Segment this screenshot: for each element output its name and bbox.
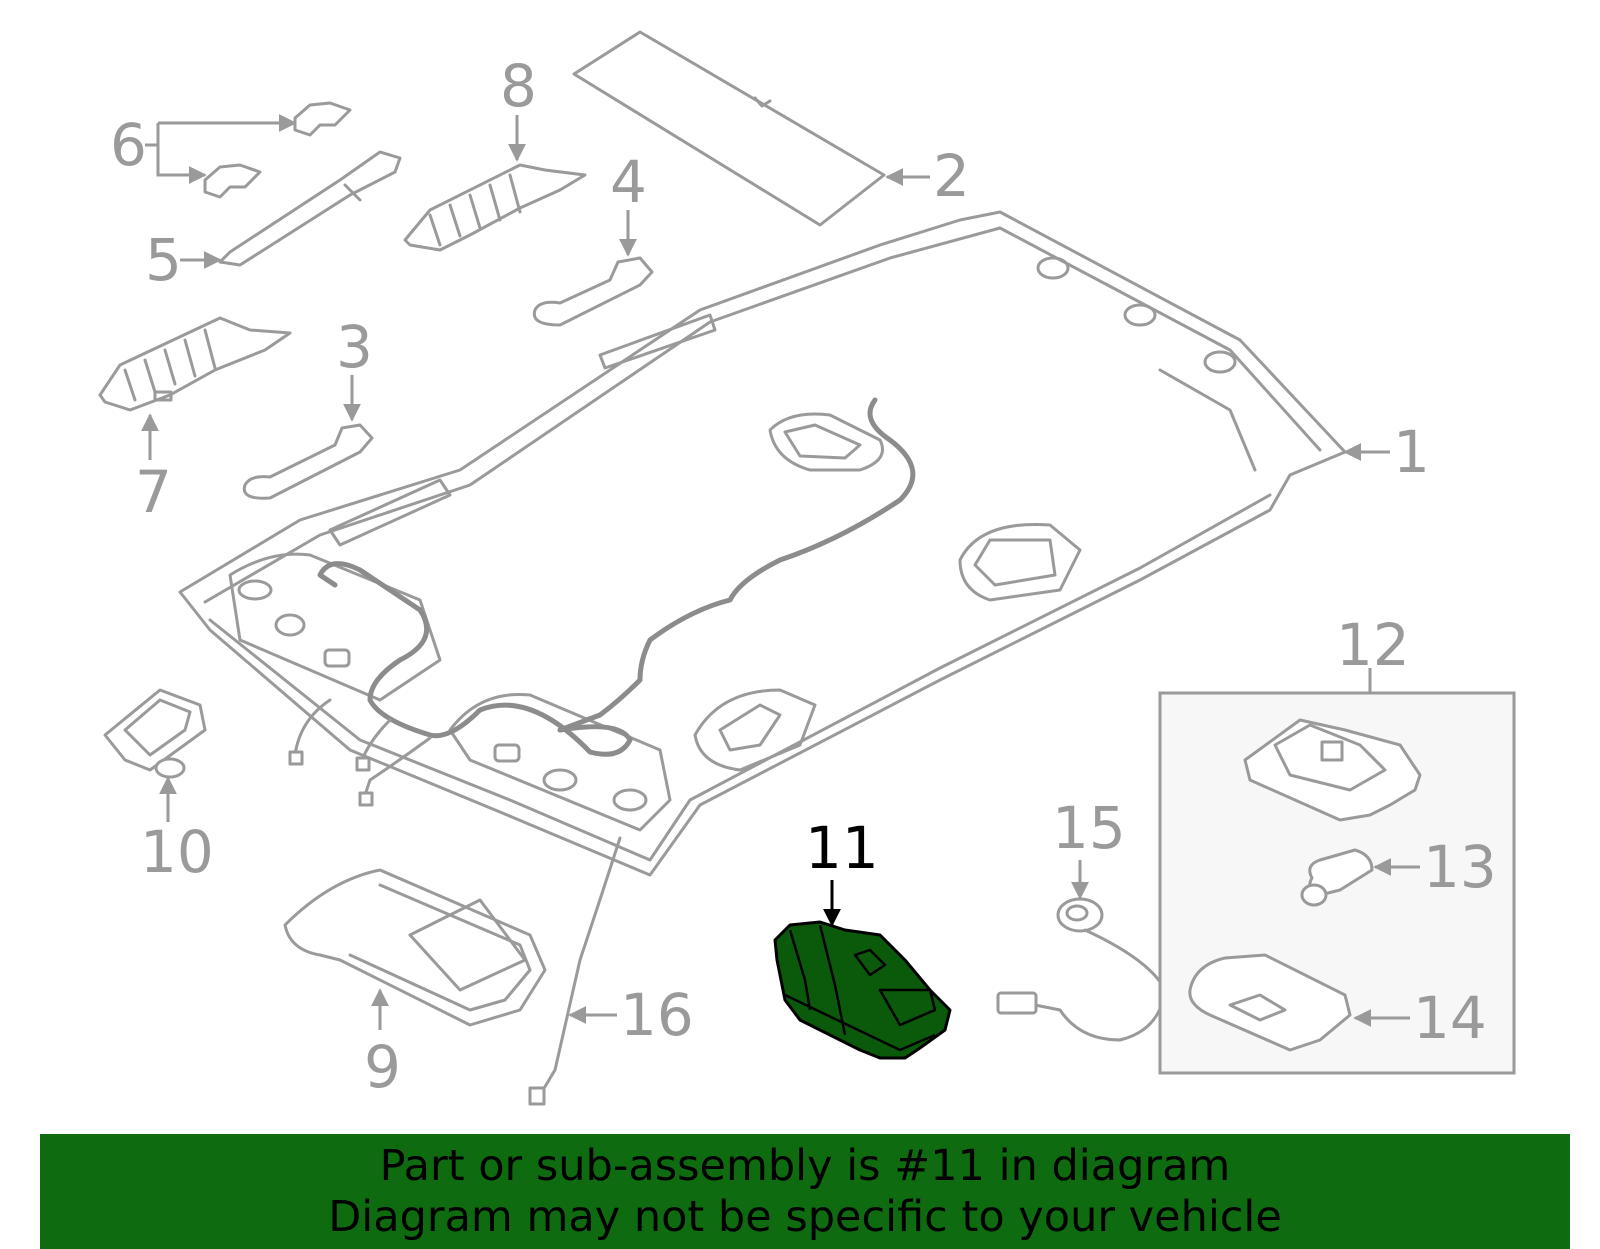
part-12-box [1158, 691, 1516, 1075]
callout-labels: 1 2 3 4 5 6 7 8 9 10 11 12 13 14 15 16 [110, 52, 1497, 1101]
info-banner: Part or sub-assembly is #11 in diagram D… [40, 1134, 1570, 1249]
part-8-bracket [403, 163, 587, 252]
callout-7: 7 [135, 458, 172, 526]
part-4-handle [532, 256, 654, 327]
part-3-handle [242, 423, 374, 500]
callout-16: 16 [620, 981, 694, 1049]
callout-11: 11 [805, 814, 879, 882]
callout-5: 5 [145, 226, 182, 294]
callout-6: 6 [110, 111, 147, 179]
part-6-clips [203, 101, 352, 199]
callout-10: 10 [140, 818, 214, 886]
part-10-light [103, 688, 207, 779]
headliner-wiring [288, 397, 916, 1106]
banner-line-1: Part or sub-assembly is #11 in diagram [379, 1140, 1231, 1191]
banner-line-2: Diagram may not be specific to your vehi… [328, 1191, 1282, 1242]
part-2-panel [572, 30, 886, 227]
callout-1: 1 [1393, 418, 1430, 486]
part-1-headliner [178, 210, 1347, 877]
callout-12: 12 [1336, 611, 1410, 679]
callout-13: 13 [1423, 833, 1497, 901]
callout-3: 3 [336, 313, 373, 381]
callout-4: 4 [610, 148, 647, 216]
leader-lines [141, 114, 1420, 1030]
part-9-visor [283, 868, 547, 1027]
part-11-console [773, 920, 952, 1060]
callout-9: 9 [364, 1033, 401, 1101]
callout-2: 2 [933, 142, 970, 210]
part-5-strut [218, 150, 402, 267]
callout-8: 8 [500, 52, 537, 120]
part-15-mic [996, 897, 1167, 1042]
callout-15: 15 [1052, 794, 1126, 862]
callout-14: 14 [1413, 984, 1487, 1052]
part-7-bracket [98, 316, 292, 412]
